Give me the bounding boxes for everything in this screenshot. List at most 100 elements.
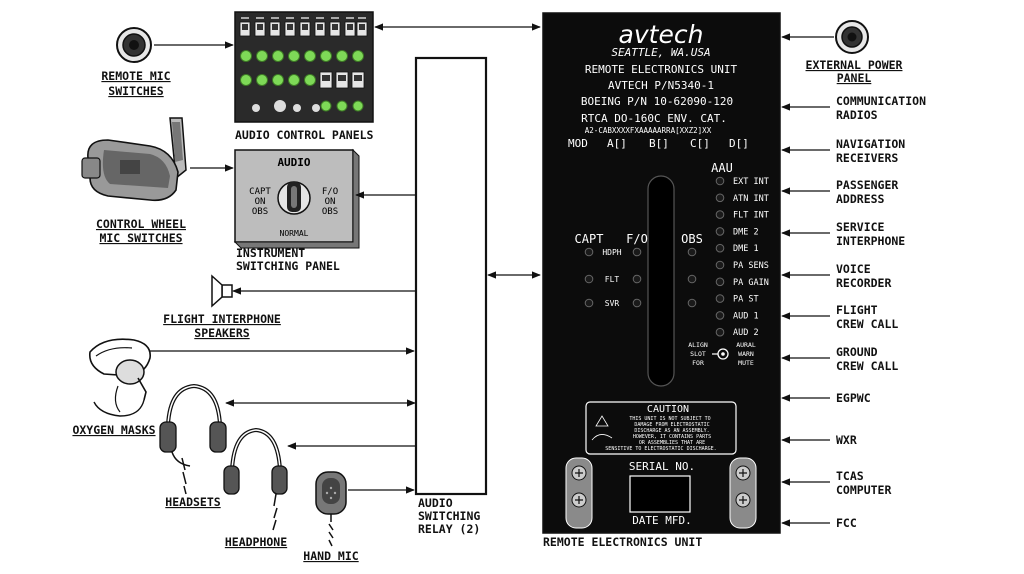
acp-knob-bottom-1[interactable]: [320, 100, 332, 112]
isp-fo-1: F/O: [322, 187, 338, 197]
acp-knob-row1-4[interactable]: [288, 50, 300, 62]
right-system-8: EGPWC: [781, 391, 871, 405]
headsets-label: HEADSETS: [165, 495, 220, 509]
reu-pn: AVTECH P/N5340-1: [608, 79, 714, 92]
aau-led-label-2: ATN INT: [733, 194, 769, 204]
acp-knob-row2-4[interactable]: [288, 74, 300, 86]
right-system-11: FCC: [781, 516, 857, 530]
reu-col-fo: F/O: [626, 232, 648, 246]
reu-aural-3: MUTE: [738, 359, 754, 367]
reu-caption: REMOTE ELECTRONICS UNIT: [543, 535, 702, 549]
acp-transmit-switch-3[interactable]: [269, 17, 281, 37]
reu-aau: AAU: [711, 161, 733, 175]
acp-knob-row1-6[interactable]: [320, 50, 332, 62]
acp-knob-row2-2[interactable]: [256, 74, 268, 86]
reu-mounting-rail-right: [729, 457, 757, 529]
reu-led-r2c1: [584, 274, 594, 284]
right-system-label-5-2: RECORDER: [836, 276, 891, 290]
caution-title: CAUTION: [647, 404, 689, 415]
speakers-label-2: SPEAKERS: [194, 326, 249, 340]
reu-row-hdph: HDPH: [602, 248, 621, 257]
reu-date: DATE MFD.: [632, 514, 692, 527]
control-wheel-label-1: CONTROL WHEEL: [96, 217, 186, 231]
reu-row-svr: SVR: [605, 299, 620, 308]
acp-knob-row2-5[interactable]: [304, 74, 316, 86]
reu-led-r1c3: [687, 247, 697, 257]
acp-transmit-switch-9[interactable]: [356, 17, 368, 37]
acp-transmit-switch-5[interactable]: [299, 17, 311, 37]
reu-mod-b: B[]: [649, 137, 669, 150]
control-wheel-label-2: MIC SWITCHES: [99, 231, 182, 245]
reu-led-r1c1: [584, 247, 594, 257]
ext-power-label-1: EXTERNAL POWER: [806, 58, 903, 72]
acp-transmit-switch-8[interactable]: [344, 17, 356, 37]
reu-align-2: SLOT: [690, 350, 706, 358]
right-system-label-9-1: WXR: [836, 433, 857, 447]
caution-text-2: DAMAGE FROM ELECTROSTATIC: [634, 422, 709, 428]
acp-knob-row1-2[interactable]: [256, 50, 268, 62]
aau-led-2: [715, 193, 725, 203]
right-system-label-7-1: GROUND: [836, 345, 878, 359]
acp-knob-row1-7[interactable]: [336, 50, 348, 62]
acp-knob-bottom-3[interactable]: [352, 100, 364, 112]
acp-knob-row1-1[interactable]: [240, 50, 252, 62]
left-connections: [150, 23, 541, 494]
isp-selector-knob-icon: [277, 181, 311, 215]
acp-transmit-switch-4[interactable]: [284, 17, 296, 37]
audio-control-panel: [234, 11, 374, 123]
reu-col-capt: CAPT: [575, 232, 604, 246]
acp-knob-row1-8[interactable]: [352, 50, 364, 62]
aau-led-label-8: PA ST: [733, 295, 759, 305]
oxygen-mask-icon: [88, 338, 151, 417]
acp-transmit-switch-2[interactable]: [254, 17, 266, 37]
relay-label-1: AUDIO: [418, 496, 453, 510]
speaker-icon: [211, 274, 233, 308]
caution-text-1: THIS UNIT IS NOT SUBJECT TO: [629, 416, 710, 422]
isp-title: AUDIO: [277, 156, 310, 169]
right-system-label-5-1: VOICE: [836, 262, 871, 276]
acp-knob-bottom-2[interactable]: [336, 100, 348, 112]
acp-transmit-switch-7[interactable]: [329, 17, 341, 37]
acp-mic-switch-1[interactable]: [319, 71, 333, 89]
right-system-label-7-2: CREW CALL: [836, 359, 898, 373]
aau-led-10: [715, 327, 725, 337]
aau-led-label-6: PA SENS: [733, 261, 769, 271]
acp-transmit-switch-6[interactable]: [314, 17, 326, 37]
isp-normal: NORMAL: [280, 229, 309, 238]
reu-aural-2: WARN: [738, 350, 754, 358]
remote-mic-label-2: SWITCHES: [108, 84, 163, 98]
acp-knob-row2-1[interactable]: [240, 74, 252, 86]
isp-capt-1: CAPT: [249, 187, 271, 197]
reu-mod-d: D[]: [729, 137, 749, 150]
reu-cat-code: A2-CABXXXXFXAAAAARRA[XXZ2]XX: [585, 126, 712, 135]
aau-led-9: [715, 311, 725, 320]
reu-align-slot: [647, 175, 675, 387]
reu-station-leds: [584, 247, 697, 308]
right-system-label-4-2: INTERPHONE: [836, 234, 905, 248]
right-system-label-10-1: TCAS: [836, 469, 864, 483]
right-system-label-1-2: RADIOS: [836, 108, 878, 122]
remote-electronics-unit: avtech SEATTLE, WA.USA REMOTE ELECTRONIC…: [542, 12, 781, 534]
right-system-label-10-2: COMPUTER: [836, 483, 891, 497]
acp-knob-row2-3[interactable]: [272, 74, 284, 86]
reu-aural-1: AURAL: [736, 341, 756, 349]
aural-warn-mute-switch-icon[interactable]: [712, 348, 729, 360]
right-system-9: WXR: [781, 433, 857, 447]
acp-mic-switch-2[interactable]: [335, 71, 349, 89]
aau-led-4: [715, 227, 725, 236]
acp-knob-row1-5[interactable]: [304, 50, 316, 62]
reu-mod-c: C[]: [690, 137, 710, 150]
acp-mic-switch-3[interactable]: [351, 71, 365, 89]
remote-mic-label-1: REMOTE MIC: [101, 69, 170, 83]
caution-text-5: OR ASSEMBLIES THAT ARE: [639, 440, 705, 446]
caution-text-3: DISCHARGE AS AN ASSEMBLY.: [634, 428, 709, 434]
aau-led-label-1: EXT INT: [733, 177, 769, 187]
acp-transmit-switch-1[interactable]: [239, 17, 251, 37]
relay-label-3: RELAY (2): [418, 522, 480, 536]
acp-knob-row1-3[interactable]: [272, 50, 284, 62]
right-system-label-4-1: SERVICE: [836, 220, 885, 234]
